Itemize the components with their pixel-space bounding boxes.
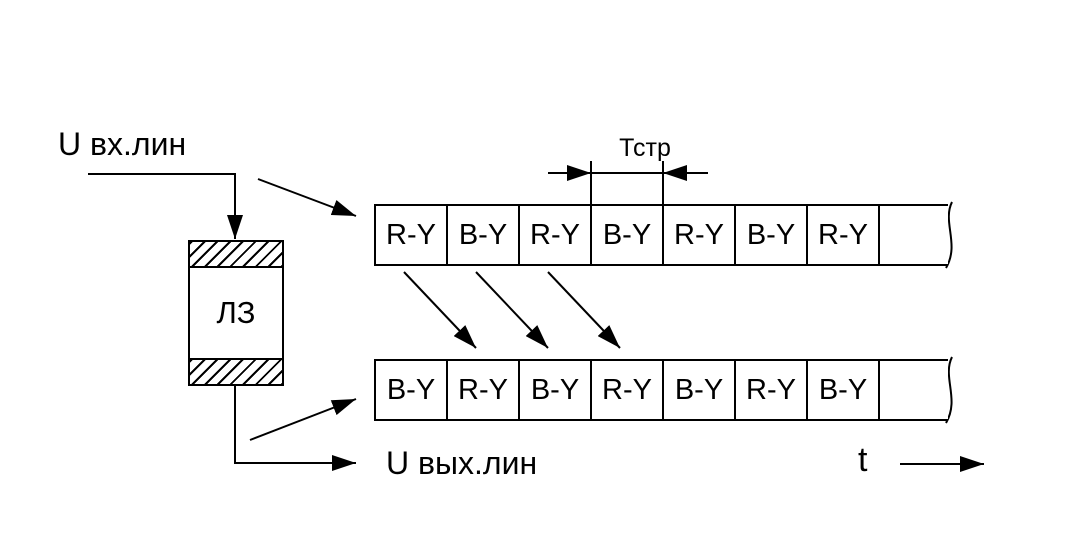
top-cell-torn — [880, 206, 948, 264]
top-cell-1: R-Y — [376, 206, 448, 264]
bottom-cell-5: B-Y — [664, 361, 736, 419]
bottom-cell-1: B-Y — [376, 361, 448, 419]
top-cell-5: R-Y — [664, 206, 736, 264]
line-shift-arrows — [403, 271, 621, 349]
output-to-bottom-row-arrow — [249, 398, 357, 441]
bottom-cell-4: R-Y — [592, 361, 664, 419]
delay-line-label: ЛЗ — [216, 295, 256, 330]
bottom-cell-2: R-Y — [448, 361, 520, 419]
bottom-signal-row: B-Y R-Y B-Y R-Y B-Y R-Y B-Y — [374, 359, 948, 421]
hatch-band-bottom — [190, 358, 282, 384]
tstr-dimension — [548, 161, 708, 204]
top-cell-7: R-Y — [808, 206, 880, 264]
delay-line-block: ЛЗ — [188, 240, 284, 386]
torn-edge-bottom-row — [945, 356, 953, 424]
torn-edge-top-row — [945, 201, 953, 269]
top-signal-row: R-Y B-Y R-Y B-Y R-Y B-Y R-Y — [374, 204, 948, 266]
top-cell-4: B-Y — [592, 206, 664, 264]
time-axis-label: t — [858, 441, 868, 479]
output-signal-label: U вых.лин — [386, 445, 538, 481]
bottom-cell-6: R-Y — [736, 361, 808, 419]
input-to-top-row-arrow — [257, 178, 357, 217]
top-cell-3: R-Y — [520, 206, 592, 264]
bottom-cell-7: B-Y — [808, 361, 880, 419]
bottom-cell-torn — [880, 361, 948, 419]
top-cell-6: B-Y — [736, 206, 808, 264]
top-cell-2: B-Y — [448, 206, 520, 264]
input-signal-arrow — [88, 173, 243, 239]
bottom-cell-3: B-Y — [520, 361, 592, 419]
delay-output-arrow — [234, 383, 356, 471]
line-period-label: Тстр — [619, 134, 671, 162]
hatch-band-top — [190, 242, 282, 268]
input-signal-label: U вх.лин — [58, 126, 187, 162]
